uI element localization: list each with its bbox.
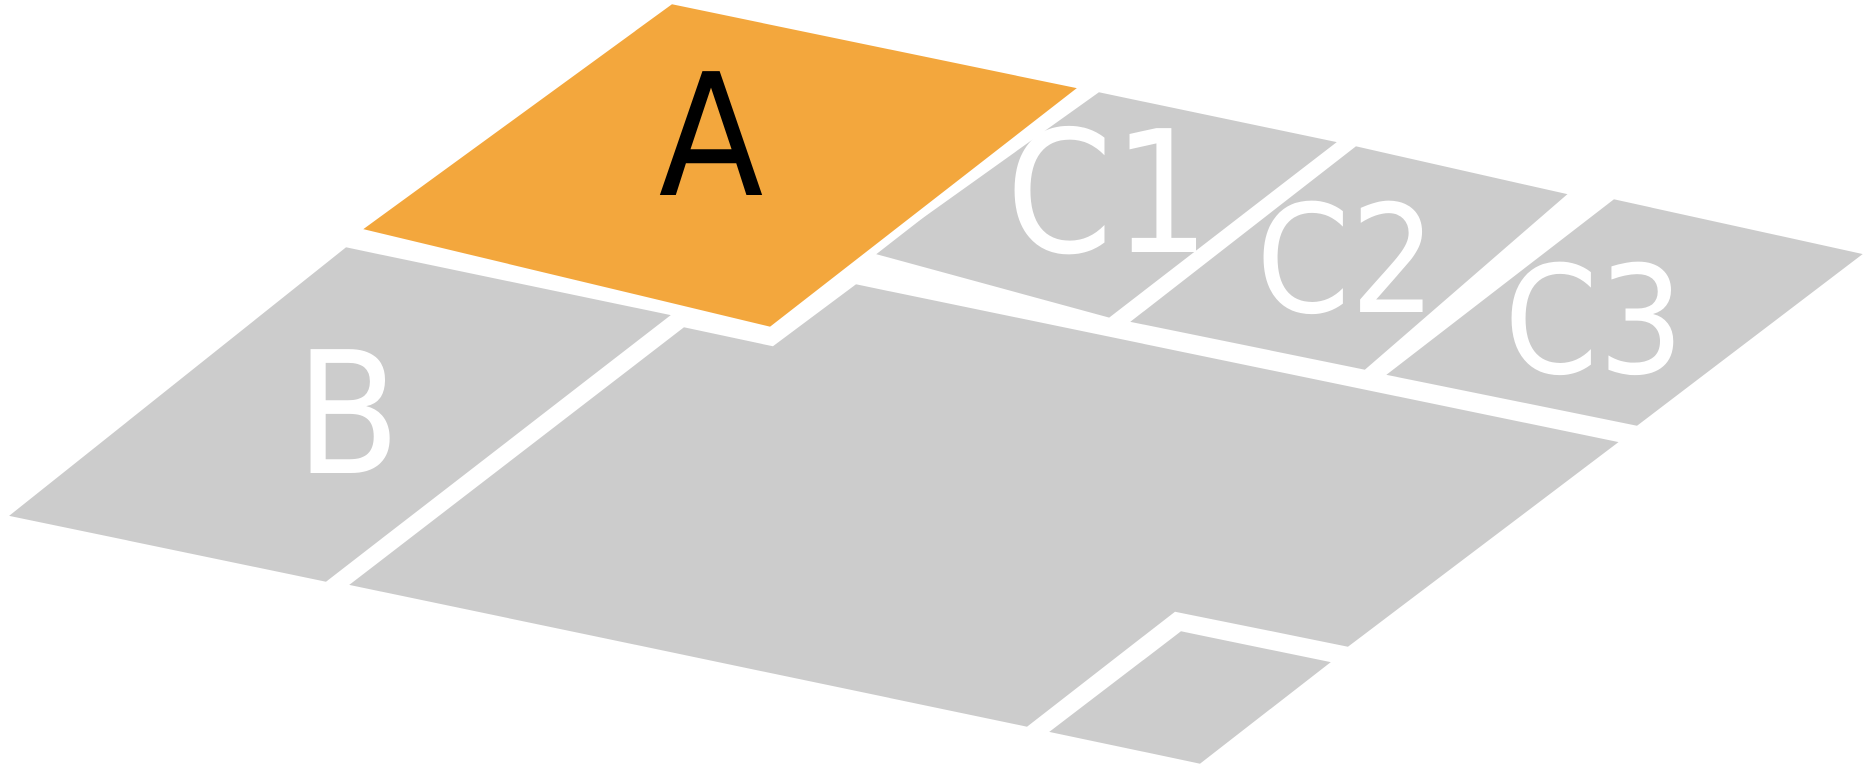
plot-a-label: A xyxy=(659,38,764,236)
plot-c3-label: C3 xyxy=(1504,235,1684,409)
plot-c1[interactable] xyxy=(854,83,1356,327)
plot-c2-label: C2 xyxy=(1256,174,1436,348)
plot-c2[interactable] xyxy=(1111,137,1585,379)
plot-a[interactable] xyxy=(344,0,1096,336)
plot-b-label: B xyxy=(296,316,401,514)
plot-main[interactable] xyxy=(330,275,1638,736)
plot-corner[interactable] xyxy=(1030,622,1350,768)
plot-c1-label: C1 xyxy=(1006,95,1210,293)
plot-c3[interactable] xyxy=(1367,190,1872,435)
